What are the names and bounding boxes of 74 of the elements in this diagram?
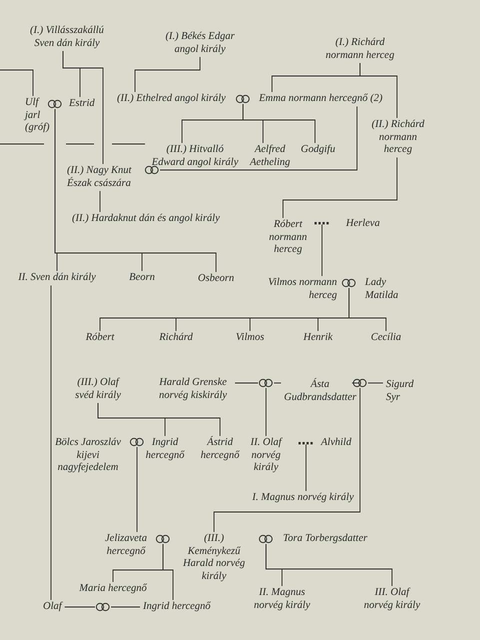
connector-line [352,382,360,384]
marriage-rings-icon [95,602,111,612]
person-name: II. Sven dán király [15,271,99,286]
connector-line [62,50,104,164]
person-name: Ingrid hercegnő [138,436,192,463]
person-name: (I.) Richárd normann herceg [320,36,400,63]
person-name: (II.) Richárd normann herceg [367,118,429,158]
connector-line [136,446,138,532]
person-name: II. Magnus norvég király [247,586,317,613]
person-name: (III.) Keménykezű Harald norvég király [179,532,249,584]
person-name: Ásta Gudbrandsdatter [281,378,359,405]
connector-line [368,382,384,384]
person-name: Richárd [156,331,196,346]
connector-line [360,62,398,118]
marriage-rings-icon [155,534,171,544]
connector-line [282,157,398,218]
person-name: Ingrid hercegnő [140,600,214,614]
person-name: Róbert normann herceg [256,218,320,258]
dotted-line [298,442,314,444]
person-name: I. Magnus norvég király [249,491,357,506]
connector-line [64,606,96,608]
person-name: Estrid [66,97,98,112]
person-name: Herleva [343,217,383,232]
person-name: (I.) Békés Edgar angol király [159,30,241,57]
connector-line [348,288,386,332]
person-name: (I.) Villásszakállú Sven dán király [22,24,112,51]
connector-line [242,104,316,144]
person-name: (III.) Hitvalló Edward angol király [146,143,244,170]
person-name: Tora Torbergsdatter [280,532,370,546]
connector-line [234,382,258,384]
person-name: Vilmos [232,331,268,346]
connector-line [54,108,216,272]
person-name: (II.) Nagy Knut Észak császára [64,164,146,191]
person-name: Sigurd Syr [383,378,427,405]
connector-line [160,106,358,170]
person-name: Bölcs Jaroszláv kijevi nagyfejedelem [48,436,128,476]
person-name: III. Olaf norvég király [357,586,427,613]
connector-line [134,56,200,92]
marriage-rings-icon [341,278,357,288]
connector-line [266,544,392,586]
person-name: (II.) Ethelred angol király [114,92,229,106]
person-name: Henrik [300,331,336,346]
marriage-rings-icon [144,165,160,175]
person-name: Olaf [40,600,65,614]
person-name: Emma normann hercegnő (2) [256,92,386,106]
connector-line [110,606,140,608]
person-name: Cecília [368,331,404,346]
connector-line [162,544,174,600]
person-name: Beorn [126,271,158,286]
connector-line [214,388,360,532]
person-name: Maria hercegnő [76,582,150,596]
marriage-rings-icon [235,94,251,104]
person-name: Jelizaveta hercegnő [97,532,155,559]
marriage-rings-icon [47,99,63,109]
person-name: Harald Grenske norvég kiskirály [151,376,235,403]
person-name: Lady Matilda [362,276,410,303]
person-name: Vilmos normann herceg [256,276,340,303]
person-name: (III.) Olaf svéd király [66,376,130,403]
person-name: Godgifu [298,143,338,158]
person-name: (II.) Hardaknut dán és angol király [69,212,223,226]
person-name: Aelfred Aetheling [244,143,296,170]
person-name: Róbert [82,331,118,346]
connector-line [50,285,52,600]
dotted-line [314,222,330,224]
marriage-rings-icon [258,534,274,544]
person-name: Osbeorn [194,272,238,286]
marriage-rings-icon [352,378,368,388]
connector-line [0,70,34,96]
marriage-rings-icon [258,378,274,388]
person-name: Ulf jarl (gróf) [22,96,54,136]
person-name: Alvhild [318,436,354,450]
connector-line [98,402,220,436]
marriage-rings-icon [129,437,145,447]
connector-line [274,382,282,384]
